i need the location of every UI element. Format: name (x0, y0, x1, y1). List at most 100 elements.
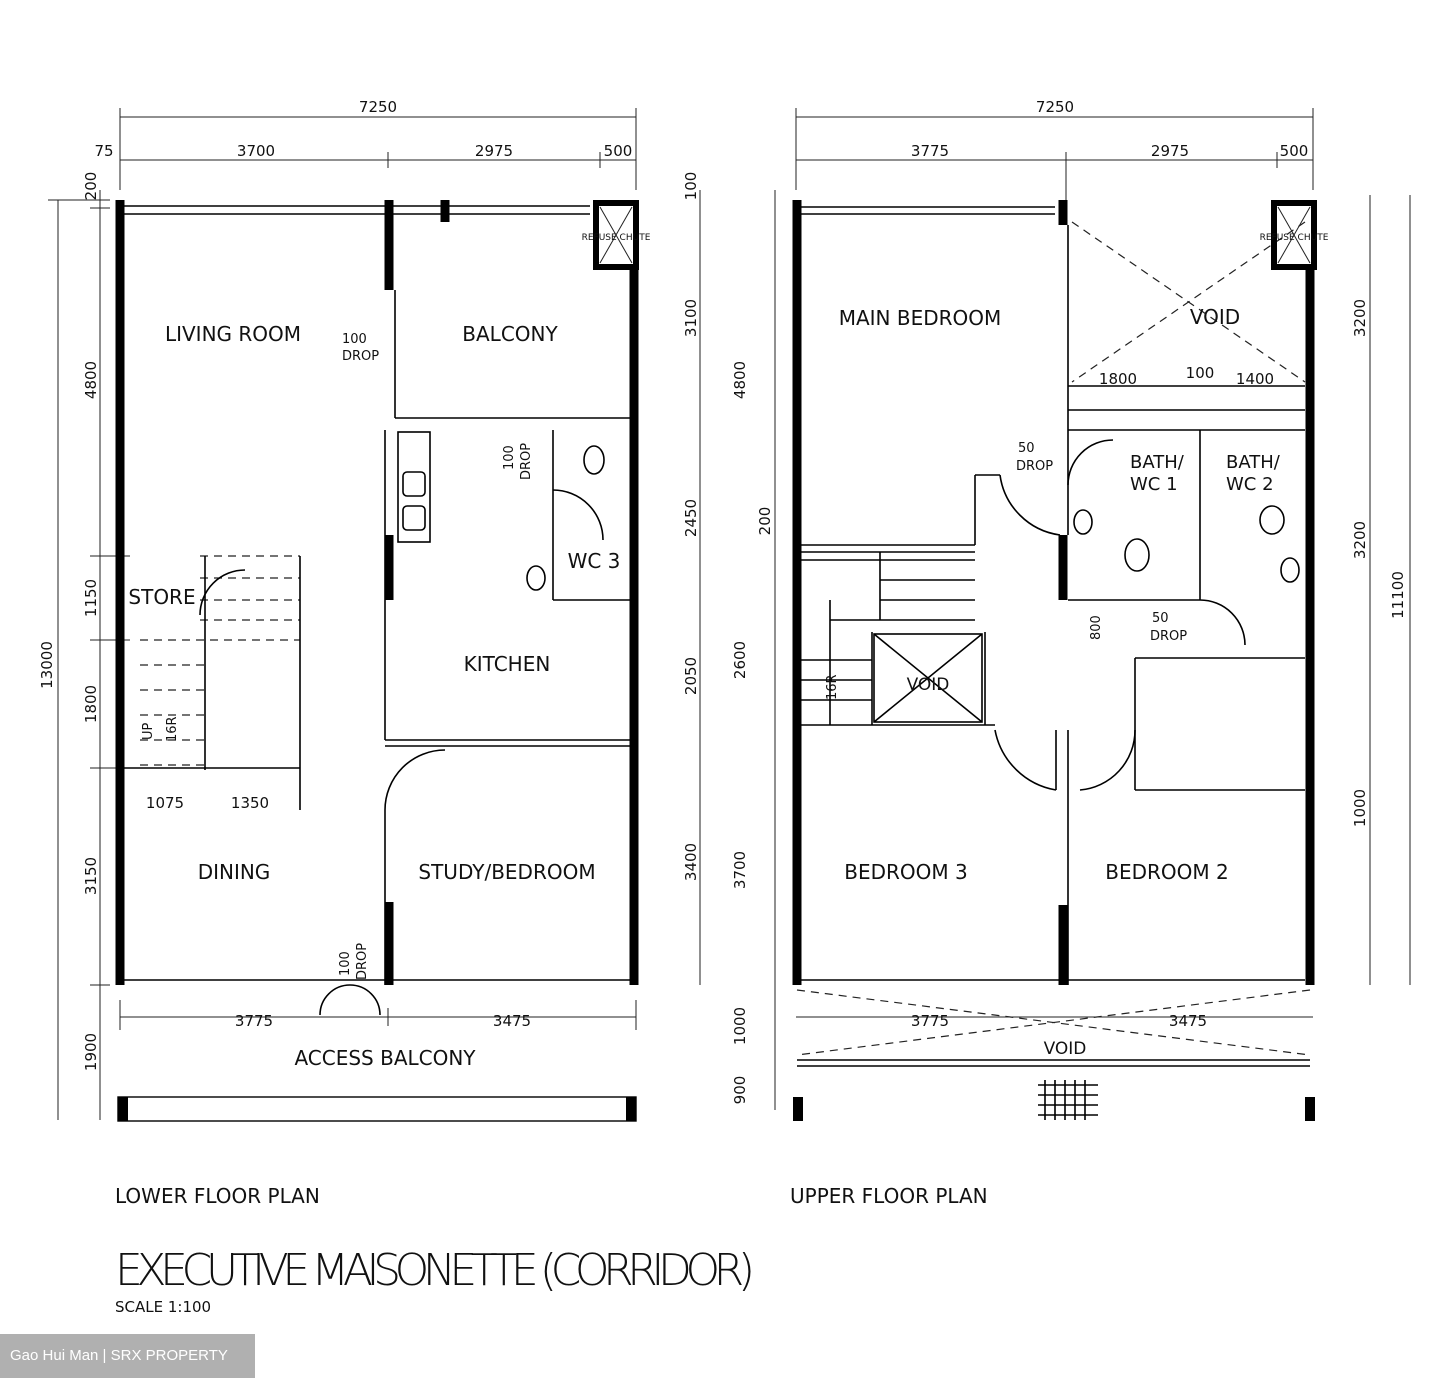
dim-label: 100 (1186, 364, 1215, 382)
stair-risers-label: 16R (165, 716, 180, 742)
dim-overall-height: 13000 (38, 641, 56, 689)
void-label: VOID (1190, 305, 1240, 329)
stair-void (873, 633, 983, 723)
sink-bowl (402, 471, 426, 497)
watermark: Gao Hui Man | SRX PROPERTY (0, 1334, 255, 1378)
grating (1038, 1080, 1098, 1120)
dim-label: 3700 (731, 851, 749, 889)
door-swing (552, 489, 604, 541)
drop-label: DROP (1016, 459, 1053, 474)
door-swing (384, 749, 446, 811)
dim-label: 100 (682, 172, 700, 201)
dim-label: 1900 (82, 1033, 100, 1071)
door-swing (994, 729, 1136, 791)
room-store: STORE (128, 585, 195, 609)
room-balcony: BALCONY (462, 322, 558, 346)
door-swing (999, 439, 1246, 646)
staircase (800, 552, 975, 725)
dim-label: 2600 (731, 641, 749, 679)
drop-label: DROP (1150, 629, 1187, 644)
access-balcony: ACCESS BALCONY (294, 1046, 476, 1070)
room-bath-wc2: BATH/ WC 2 (1226, 452, 1280, 495)
lower-floor-caption: LOWER FLOOR PLAN (115, 1184, 320, 1208)
dim-label: 900 (731, 1076, 749, 1105)
upper-floor-plan: 7250 3775 2975 500 4800 200 2600 3700 10… (731, 98, 1411, 1208)
drop-label: DROP (355, 943, 370, 980)
dim-label: 800 (1089, 615, 1104, 640)
dim-label: 1400 (1236, 370, 1274, 388)
dim-label: 2975 (1151, 142, 1189, 160)
drop-value: 100 (338, 951, 353, 976)
dim-overall-width: 7250 (359, 98, 397, 116)
dim-label: 200 (82, 172, 100, 201)
staircase (120, 555, 301, 810)
plan-title: EXECUTIVE MAISONETTE (CORRIDOR) (115, 1245, 755, 1296)
upper-floor-caption: UPPER FLOOR PLAN (790, 1184, 988, 1208)
drop-value: 50 (1018, 441, 1035, 456)
refuse-chute (593, 200, 639, 270)
sink (397, 431, 431, 543)
dim-label: 1075 (146, 794, 184, 812)
dim-label: 500 (1280, 142, 1309, 160)
room-bath-wc1: BATH/ WC 1 (1130, 452, 1184, 495)
dim-label: 3775 (235, 1012, 273, 1030)
toilet (1124, 538, 1150, 572)
dim-label: 4800 (82, 361, 100, 399)
void-label: VOID (907, 675, 950, 695)
dim-label: 1150 (82, 579, 100, 617)
dim-label: 3200 (1351, 299, 1369, 337)
void-cross (1071, 221, 1306, 383)
drop-label: DROP (519, 443, 534, 480)
room-living-room: LIVING ROOM (165, 322, 301, 346)
void-cross (796, 989, 1311, 1056)
drop-value: 100 (342, 332, 367, 347)
room-wc3: WC 3 (568, 549, 621, 573)
sink-bowl (402, 505, 426, 531)
room-study-bedroom: STUDY/BEDROOM (418, 860, 595, 884)
dim-label: 75 (94, 142, 113, 160)
room-kitchen: KITCHEN (464, 652, 551, 676)
basin (526, 565, 546, 591)
drop-label: DROP (342, 349, 379, 364)
dim-label: 3150 (82, 857, 100, 895)
room-dining: DINING (198, 860, 271, 884)
dim-label: 1800 (1099, 370, 1137, 388)
drop-value: 100 (502, 445, 517, 470)
basin (1280, 557, 1300, 583)
room-bedroom-3: BEDROOM 3 (844, 860, 967, 884)
dim-label: 3200 (1351, 521, 1369, 559)
dim-label: 3100 (682, 299, 700, 337)
parapet (117, 1096, 637, 1122)
stair-risers-label: 16R (825, 674, 840, 700)
dim-label: 3700 (237, 142, 275, 160)
refuse-chute-label: REFUSE CHUTE (582, 233, 651, 243)
dim-label: 1000 (731, 1007, 749, 1045)
dim-overall-width: 7250 (1036, 98, 1074, 116)
dim-label: 3775 (911, 1012, 949, 1030)
room-main-bedroom: MAIN BEDROOM (839, 306, 1002, 330)
lower-floor-plan: 7250 75 3700 2975 500 200 4800 1150 1800… (38, 98, 701, 1208)
dim-label: 200 (756, 507, 774, 536)
dim-label: 3475 (1169, 1012, 1207, 1030)
toilet (1259, 505, 1285, 535)
dim-label: 2050 (682, 657, 700, 695)
stair-up-label: UP (141, 722, 156, 740)
dim-label: 500 (604, 142, 633, 160)
door-swing (319, 984, 381, 1016)
dim-label: 3400 (682, 843, 700, 881)
dim-label: 1000 (1351, 789, 1369, 827)
room-bedroom-2: BEDROOM 2 (1105, 860, 1228, 884)
dim-label: 1800 (82, 685, 100, 723)
dim-label: 2975 (475, 142, 513, 160)
toilet (583, 445, 605, 475)
plan-scale: SCALE 1:100 (115, 1298, 211, 1316)
dim-label: 3475 (493, 1012, 531, 1030)
drop-value: 50 (1152, 611, 1169, 626)
dim-label: 2450 (682, 499, 700, 537)
void-label: VOID (1044, 1039, 1087, 1059)
refuse-chute-label: REFUSE CHUTE (1260, 233, 1329, 243)
dim-overall-height: 11100 (1389, 571, 1407, 619)
basin (1073, 509, 1093, 535)
